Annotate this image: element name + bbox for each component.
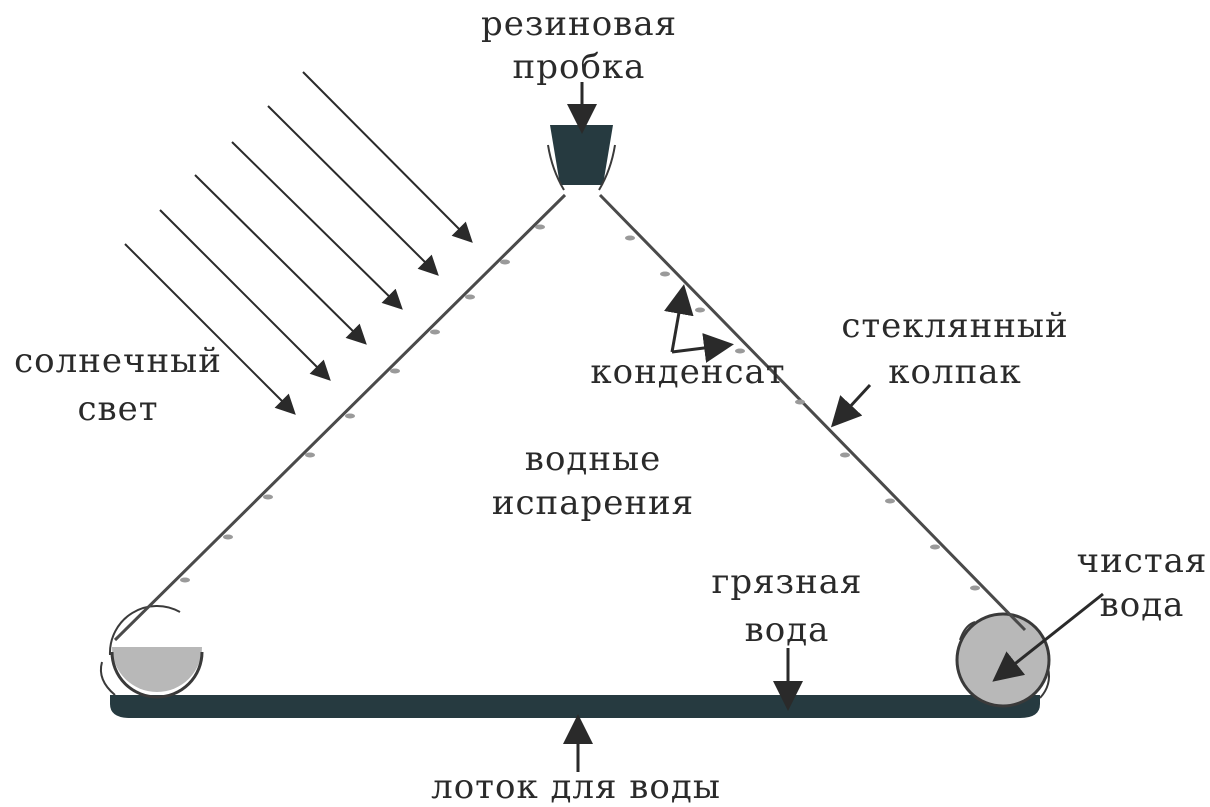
condensate-droplets bbox=[180, 224, 980, 591]
dirty-water-label-line1: грязная bbox=[712, 562, 863, 602]
rubber-stopper-label-line1: резиновая bbox=[481, 4, 677, 44]
clean-water-pointer bbox=[992, 592, 1104, 682]
clean-water-label-line1: чистая bbox=[1077, 541, 1208, 581]
rubber-stopper bbox=[547, 125, 616, 191]
glass-cover-left-side bbox=[113, 193, 567, 642]
water-tray bbox=[110, 695, 1040, 718]
water-vapor-label-line2: испарения bbox=[492, 483, 694, 523]
glass-cover-label-line2: колпак bbox=[888, 352, 1022, 392]
sunlight-rays bbox=[124, 71, 473, 415]
sunlight-label-line1: солнечный bbox=[14, 341, 222, 381]
rubber-stopper-label-line2: пробка bbox=[513, 47, 646, 87]
condensate-pointer-up bbox=[664, 284, 694, 353]
right-collector bbox=[955, 612, 1051, 708]
condensate-label: конденсат bbox=[590, 352, 785, 392]
sunlight-label-line2: свет bbox=[77, 389, 158, 429]
clean-water-label-line2: вода bbox=[1100, 585, 1185, 625]
pointer-arrows bbox=[563, 82, 1104, 772]
glass-cover-right-side bbox=[598, 193, 1027, 632]
water-tray-label: лоток для воды bbox=[431, 767, 721, 807]
condensate-pointer-right bbox=[671, 333, 734, 363]
dirty-water-label-line2: вода bbox=[745, 610, 830, 650]
glass-cover-pointer bbox=[830, 383, 872, 428]
left-collector bbox=[99, 605, 204, 699]
water-vapor-label-line1: водные bbox=[525, 439, 661, 479]
glass-cover-label-line1: стеклянный bbox=[841, 306, 1068, 346]
